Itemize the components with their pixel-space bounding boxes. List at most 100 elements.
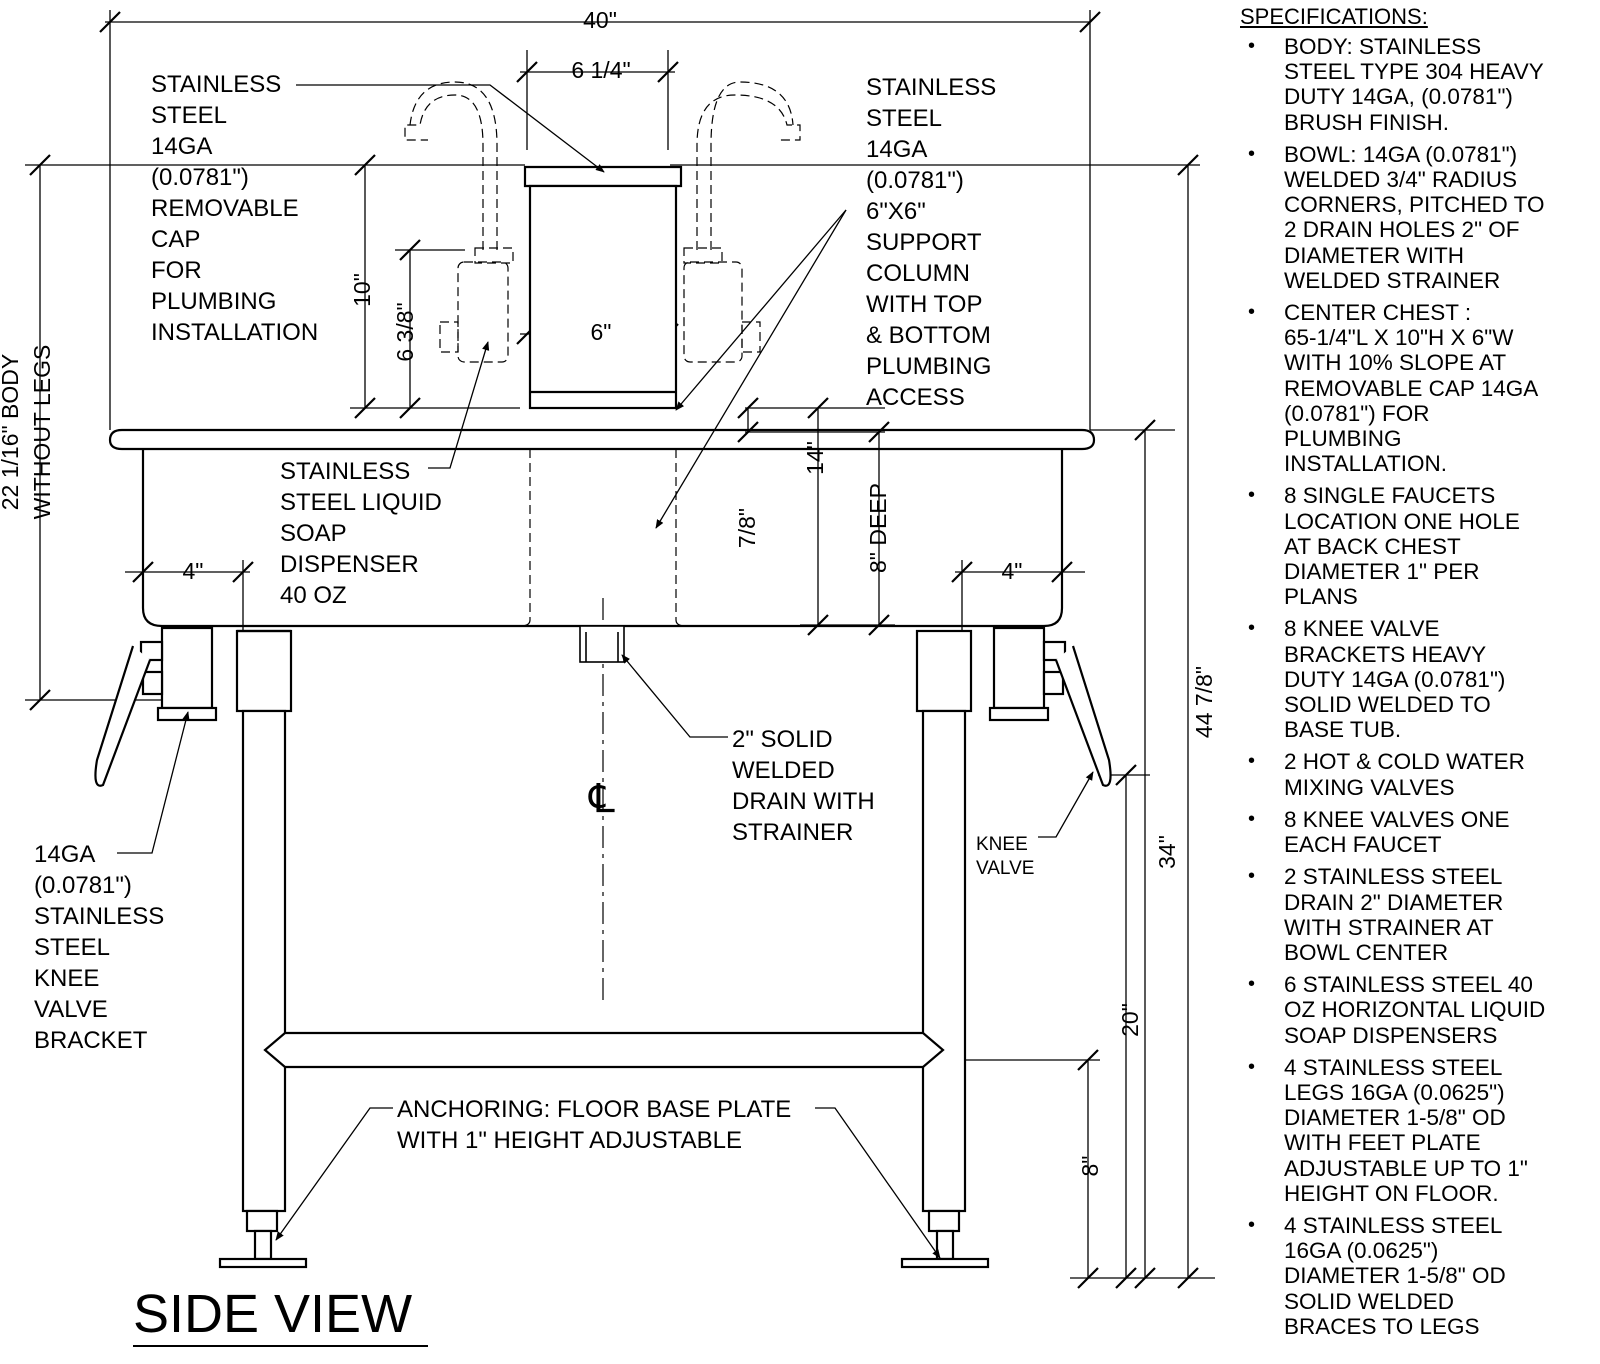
spec-text: 8 SINGLE FAUCETS LOCATION ONE HOLE AT BA… bbox=[1284, 483, 1520, 610]
dim-bowl-depth: 8" DEEP bbox=[865, 483, 891, 573]
svg-text:FOR: FOR bbox=[151, 257, 202, 284]
dim-body-height: 22 1/16" BODY bbox=[0, 354, 23, 510]
bullet: • bbox=[1248, 807, 1256, 830]
spec-text: 6 STAINLESS STEEL 40 OZ HORIZONTAL LIQUI… bbox=[1284, 972, 1546, 1048]
svg-text:14GA: 14GA bbox=[34, 841, 95, 868]
spec-item: • 8 SINGLE FAUCETS LOCATION ONE HOLE AT B… bbox=[1240, 483, 1600, 609]
spec-item: • 6 STAINLESS STEEL 40 OZ HORIZONTAL LIQU… bbox=[1240, 972, 1600, 1048]
leader-lines bbox=[117, 84, 1094, 1259]
spec-text: BOWL: 14GA (0.0781") WELDED 3/4" RADIUS … bbox=[1284, 141, 1545, 293]
dim-column-width: 6" bbox=[591, 319, 612, 345]
svg-text:VALVE: VALVE bbox=[34, 996, 108, 1023]
svg-text:STEEL: STEEL bbox=[866, 105, 942, 132]
svg-text:ANCHORING: FLOOR BASE PLATE: ANCHORING: FLOOR BASE PLATE bbox=[397, 1096, 791, 1123]
svg-text:2" SOLID: 2" SOLID bbox=[732, 726, 833, 753]
svg-text:DRAIN WITH: DRAIN WITH bbox=[732, 788, 875, 815]
dim-overall-width: 40" bbox=[583, 7, 617, 33]
bullet: • bbox=[1248, 484, 1256, 507]
spec-text: 4 STAINLESS STEEL LEGS 16GA (0.0625") DI… bbox=[1284, 1054, 1528, 1206]
bullet: • bbox=[1248, 1213, 1256, 1236]
svg-text:STAINLESS: STAINLESS bbox=[151, 71, 281, 98]
cross-brace bbox=[263, 1031, 945, 1069]
specifications-list: • BODY: STAINLESS STEEL TYPE 304 HEAVY DU… bbox=[1240, 34, 1600, 1339]
svg-text:STAINLESS: STAINLESS bbox=[34, 903, 164, 930]
sink-body bbox=[108, 428, 1096, 628]
bullet: • bbox=[1248, 865, 1256, 888]
svg-text:REMOVABLE: REMOVABLE bbox=[151, 195, 299, 222]
callout-column: STAINLESS STEEL 14GA (0.0781") 6"X6" SUP… bbox=[866, 74, 996, 411]
svg-text:STAINLESS: STAINLESS bbox=[866, 74, 996, 101]
svg-text:PLUMBING: PLUMBING bbox=[151, 288, 276, 315]
svg-text:WITH TOP: WITH TOP bbox=[866, 291, 982, 318]
svg-text:40 OZ: 40 OZ bbox=[280, 582, 347, 609]
bullet: • bbox=[1248, 973, 1256, 996]
bullet: • bbox=[1248, 301, 1256, 324]
drain bbox=[579, 625, 625, 663]
bullet: • bbox=[1248, 617, 1256, 640]
svg-text:SOAP: SOAP bbox=[280, 520, 347, 547]
svg-text:ACCESS: ACCESS bbox=[866, 384, 965, 411]
dim-rim: 7/8" bbox=[734, 508, 760, 548]
knee-valve-brackets bbox=[94, 626, 1112, 787]
svg-text:COLUMN: COLUMN bbox=[866, 260, 970, 287]
svg-text:KNEE: KNEE bbox=[976, 834, 1028, 855]
dim-overall-height: 44 7/8" bbox=[1191, 666, 1217, 738]
dim-work-height: 34" bbox=[1154, 835, 1180, 869]
svg-text:& BOTTOM: & BOTTOM bbox=[866, 322, 991, 349]
svg-text:BRACKET: BRACKET bbox=[34, 1027, 148, 1054]
spec-item: • CENTER CHEST : 65-1/4"L X 10"H X 6"W WI… bbox=[1240, 300, 1600, 476]
callout-cap: STAINLESS STEEL 14GA (0.0781") REMOVABLE… bbox=[151, 71, 318, 346]
dim-faucet-height: 6 3/8" bbox=[392, 302, 418, 361]
support-column bbox=[523, 165, 683, 410]
svg-text:14GA: 14GA bbox=[866, 136, 927, 163]
centerline-symbol: ℄ bbox=[588, 777, 615, 821]
spec-text: CENTER CHEST : 65-1/4"L X 10"H X 6"W WIT… bbox=[1284, 300, 1539, 477]
svg-text:STEEL: STEEL bbox=[34, 934, 110, 961]
dim-under-height: 20" bbox=[1117, 1003, 1143, 1037]
spec-text: 2 HOT & COLD WATER MIXING VALVES bbox=[1284, 749, 1525, 800]
spec-text: 8 KNEE VALVES ONE EACH FAUCET bbox=[1284, 806, 1510, 858]
dim-leg-inset-right: 4" bbox=[1002, 558, 1023, 584]
svg-text:(0.0781"): (0.0781") bbox=[34, 872, 132, 899]
svg-text:STEEL LIQUID: STEEL LIQUID bbox=[280, 489, 442, 516]
svg-text:STRAINER: STRAINER bbox=[732, 819, 853, 846]
svg-text:WITH 1" HEIGHT ADJUSTABLE: WITH 1" HEIGHT ADJUSTABLE bbox=[397, 1127, 742, 1154]
spec-text: 8 KNEE VALVE BRACKETS HEAVY DUTY 14GA (0… bbox=[1284, 616, 1506, 743]
spec-item: • BODY: STAINLESS STEEL TYPE 304 HEAVY DU… bbox=[1240, 34, 1600, 135]
legs bbox=[218, 629, 990, 1269]
svg-text:CAP: CAP bbox=[151, 226, 200, 253]
svg-text:VALVE: VALVE bbox=[976, 858, 1034, 879]
bullet: • bbox=[1248, 35, 1256, 57]
spec-item: • 8 KNEE VALVES ONE EACH FAUCET bbox=[1240, 807, 1600, 857]
svg-text:6"X6": 6"X6" bbox=[866, 198, 926, 225]
spec-item: •4 STAINLESS STEEL 16GA (0.0625") DIAMET… bbox=[1240, 1213, 1600, 1339]
bullet: • bbox=[1248, 1055, 1256, 1078]
svg-text:(0.0781"): (0.0781") bbox=[151, 164, 249, 191]
spec-item: • 4 STAINLESS STEEL LEGS 16GA (0.0625") D… bbox=[1240, 1055, 1600, 1206]
spec-item: • 8 KNEE VALVE BRACKETS HEAVY DUTY 14GA (… bbox=[1240, 616, 1600, 742]
callout-anchoring: ANCHORING: FLOOR BASE PLATE WITH 1" HEIG… bbox=[397, 1096, 791, 1154]
callout-knee-valve: KNEE VALVE bbox=[976, 834, 1034, 879]
svg-text:SUPPORT: SUPPORT bbox=[866, 229, 982, 256]
svg-text:DISPENSER: DISPENSER bbox=[280, 551, 419, 578]
spec-item: • 2 HOT & COLD WATER MIXING VALVES bbox=[1240, 749, 1600, 799]
spec-text: BODY: STAINLESS STEEL TYPE 304 HEAVY DUT… bbox=[1284, 34, 1544, 135]
callout-bracket: 14GA (0.0781") STAINLESS STEEL KNEE VALV… bbox=[34, 841, 164, 1054]
dim-faucet-spacing: 6 1/4" bbox=[571, 57, 630, 83]
svg-text:14GA: 14GA bbox=[151, 133, 212, 160]
spec-item: • 2 STAINLESS STEEL DRAIN 2" DIAMETER WIT… bbox=[1240, 864, 1600, 965]
specifications-title: SPECIFICATIONS: bbox=[1240, 4, 1428, 29]
svg-text:PLUMBING: PLUMBING bbox=[866, 353, 991, 380]
view-title: SIDE VIEW bbox=[133, 1284, 412, 1344]
dim-cap-height: 10" bbox=[349, 273, 375, 307]
svg-text:(0.0781"): (0.0781") bbox=[866, 167, 964, 194]
dim-body-height-sub: WITHOUT LEGS bbox=[29, 345, 55, 520]
spec-text: 2 STAINLESS STEEL DRAIN 2" DIAMETER WITH… bbox=[1284, 864, 1504, 965]
bullet: • bbox=[1248, 750, 1256, 773]
dimension-labels: 40" 6 1/4" 6" 10" 6 3/8" 22 1/16" BODY W… bbox=[0, 7, 1217, 1176]
dim-leg-inset-left: 4" bbox=[183, 558, 204, 584]
svg-text:WELDED: WELDED bbox=[732, 757, 835, 784]
svg-text:INSTALLATION: INSTALLATION bbox=[151, 319, 318, 346]
svg-text:STAINLESS: STAINLESS bbox=[280, 458, 410, 485]
